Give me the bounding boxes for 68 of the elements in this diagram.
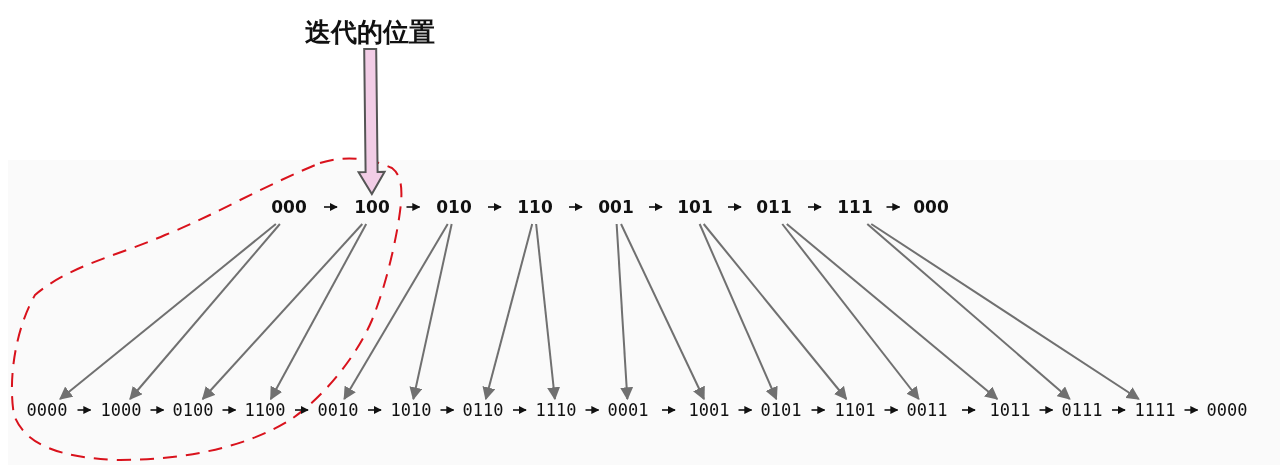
bit-sequence: 1110 bbox=[535, 400, 577, 420]
bit-sequence: 1000 bbox=[100, 400, 142, 420]
block-arrow bbox=[356, 47, 387, 196]
bit-sequence: 100 bbox=[354, 197, 390, 217]
arrow bbox=[439, 406, 455, 414]
arrow bbox=[482, 223, 534, 401]
arrow bbox=[149, 406, 165, 414]
bit-sequence: 0000 bbox=[1206, 400, 1248, 420]
arrow bbox=[221, 406, 237, 414]
arrow bbox=[1111, 406, 1126, 414]
arrow bbox=[584, 406, 600, 414]
bit-sequence: 0010 bbox=[317, 400, 359, 420]
bit-sequence: 000 bbox=[913, 197, 949, 217]
arrow bbox=[1183, 406, 1199, 414]
bit-sequence: 0000 bbox=[26, 400, 68, 420]
bit-sequence: 0110 bbox=[462, 400, 504, 420]
bit-sequence: 0111 bbox=[1061, 400, 1103, 420]
arrow bbox=[269, 223, 368, 401]
arrow bbox=[866, 223, 1071, 400]
arrow bbox=[535, 223, 561, 401]
bit-sequence: 1010 bbox=[390, 400, 432, 420]
bit-sequence: 001 bbox=[598, 197, 634, 217]
arrow bbox=[405, 203, 421, 211]
bit-sequence: 0001 bbox=[607, 400, 649, 420]
bit-sequence: 1100 bbox=[244, 400, 286, 420]
arrow bbox=[323, 203, 338, 211]
arrow bbox=[870, 223, 1140, 400]
arrow bbox=[781, 223, 920, 401]
arrow bbox=[737, 406, 753, 414]
bit-sequence: 1001 bbox=[688, 400, 730, 420]
bit-sequence: 011 bbox=[756, 197, 792, 217]
arrow bbox=[885, 203, 901, 211]
bit-sequence: 0101 bbox=[760, 400, 802, 420]
arrow bbox=[129, 223, 281, 400]
arrow bbox=[409, 223, 453, 401]
bit-sequence: 0011 bbox=[906, 400, 948, 420]
arrow bbox=[807, 203, 822, 211]
arrow bbox=[568, 203, 583, 211]
arrow bbox=[661, 406, 676, 414]
bit-sequence: 1011 bbox=[989, 400, 1031, 420]
arrow bbox=[343, 223, 449, 401]
arrow bbox=[648, 203, 663, 211]
bit-sequence: 101 bbox=[677, 197, 713, 217]
arrow bbox=[698, 223, 778, 401]
arrow bbox=[727, 203, 742, 211]
bit-sequence: 1111 bbox=[1134, 400, 1176, 420]
arrow bbox=[367, 406, 382, 414]
arrow bbox=[1038, 406, 1054, 414]
arrow bbox=[702, 223, 848, 400]
arrow bbox=[487, 203, 502, 211]
bit-sequence: 1101 bbox=[834, 400, 876, 420]
bit-sequence: 010 bbox=[436, 197, 472, 217]
arrow bbox=[810, 406, 826, 414]
bit-sequence: 0100 bbox=[172, 400, 214, 420]
arrow bbox=[294, 406, 309, 414]
arrow bbox=[961, 406, 976, 414]
heading-text: 迭代的位置 bbox=[305, 15, 435, 49]
bit-sequence: 000 bbox=[271, 197, 307, 217]
arrow bbox=[620, 223, 705, 401]
arrow bbox=[59, 223, 277, 400]
arrow bbox=[201, 223, 364, 400]
arrow bbox=[785, 223, 999, 400]
bit-sequence: 110 bbox=[517, 197, 553, 217]
arrow bbox=[76, 406, 92, 414]
bit-sequence: 111 bbox=[837, 197, 873, 217]
arrow bbox=[883, 406, 899, 414]
arrow bbox=[512, 406, 527, 414]
arrow bbox=[615, 223, 634, 401]
